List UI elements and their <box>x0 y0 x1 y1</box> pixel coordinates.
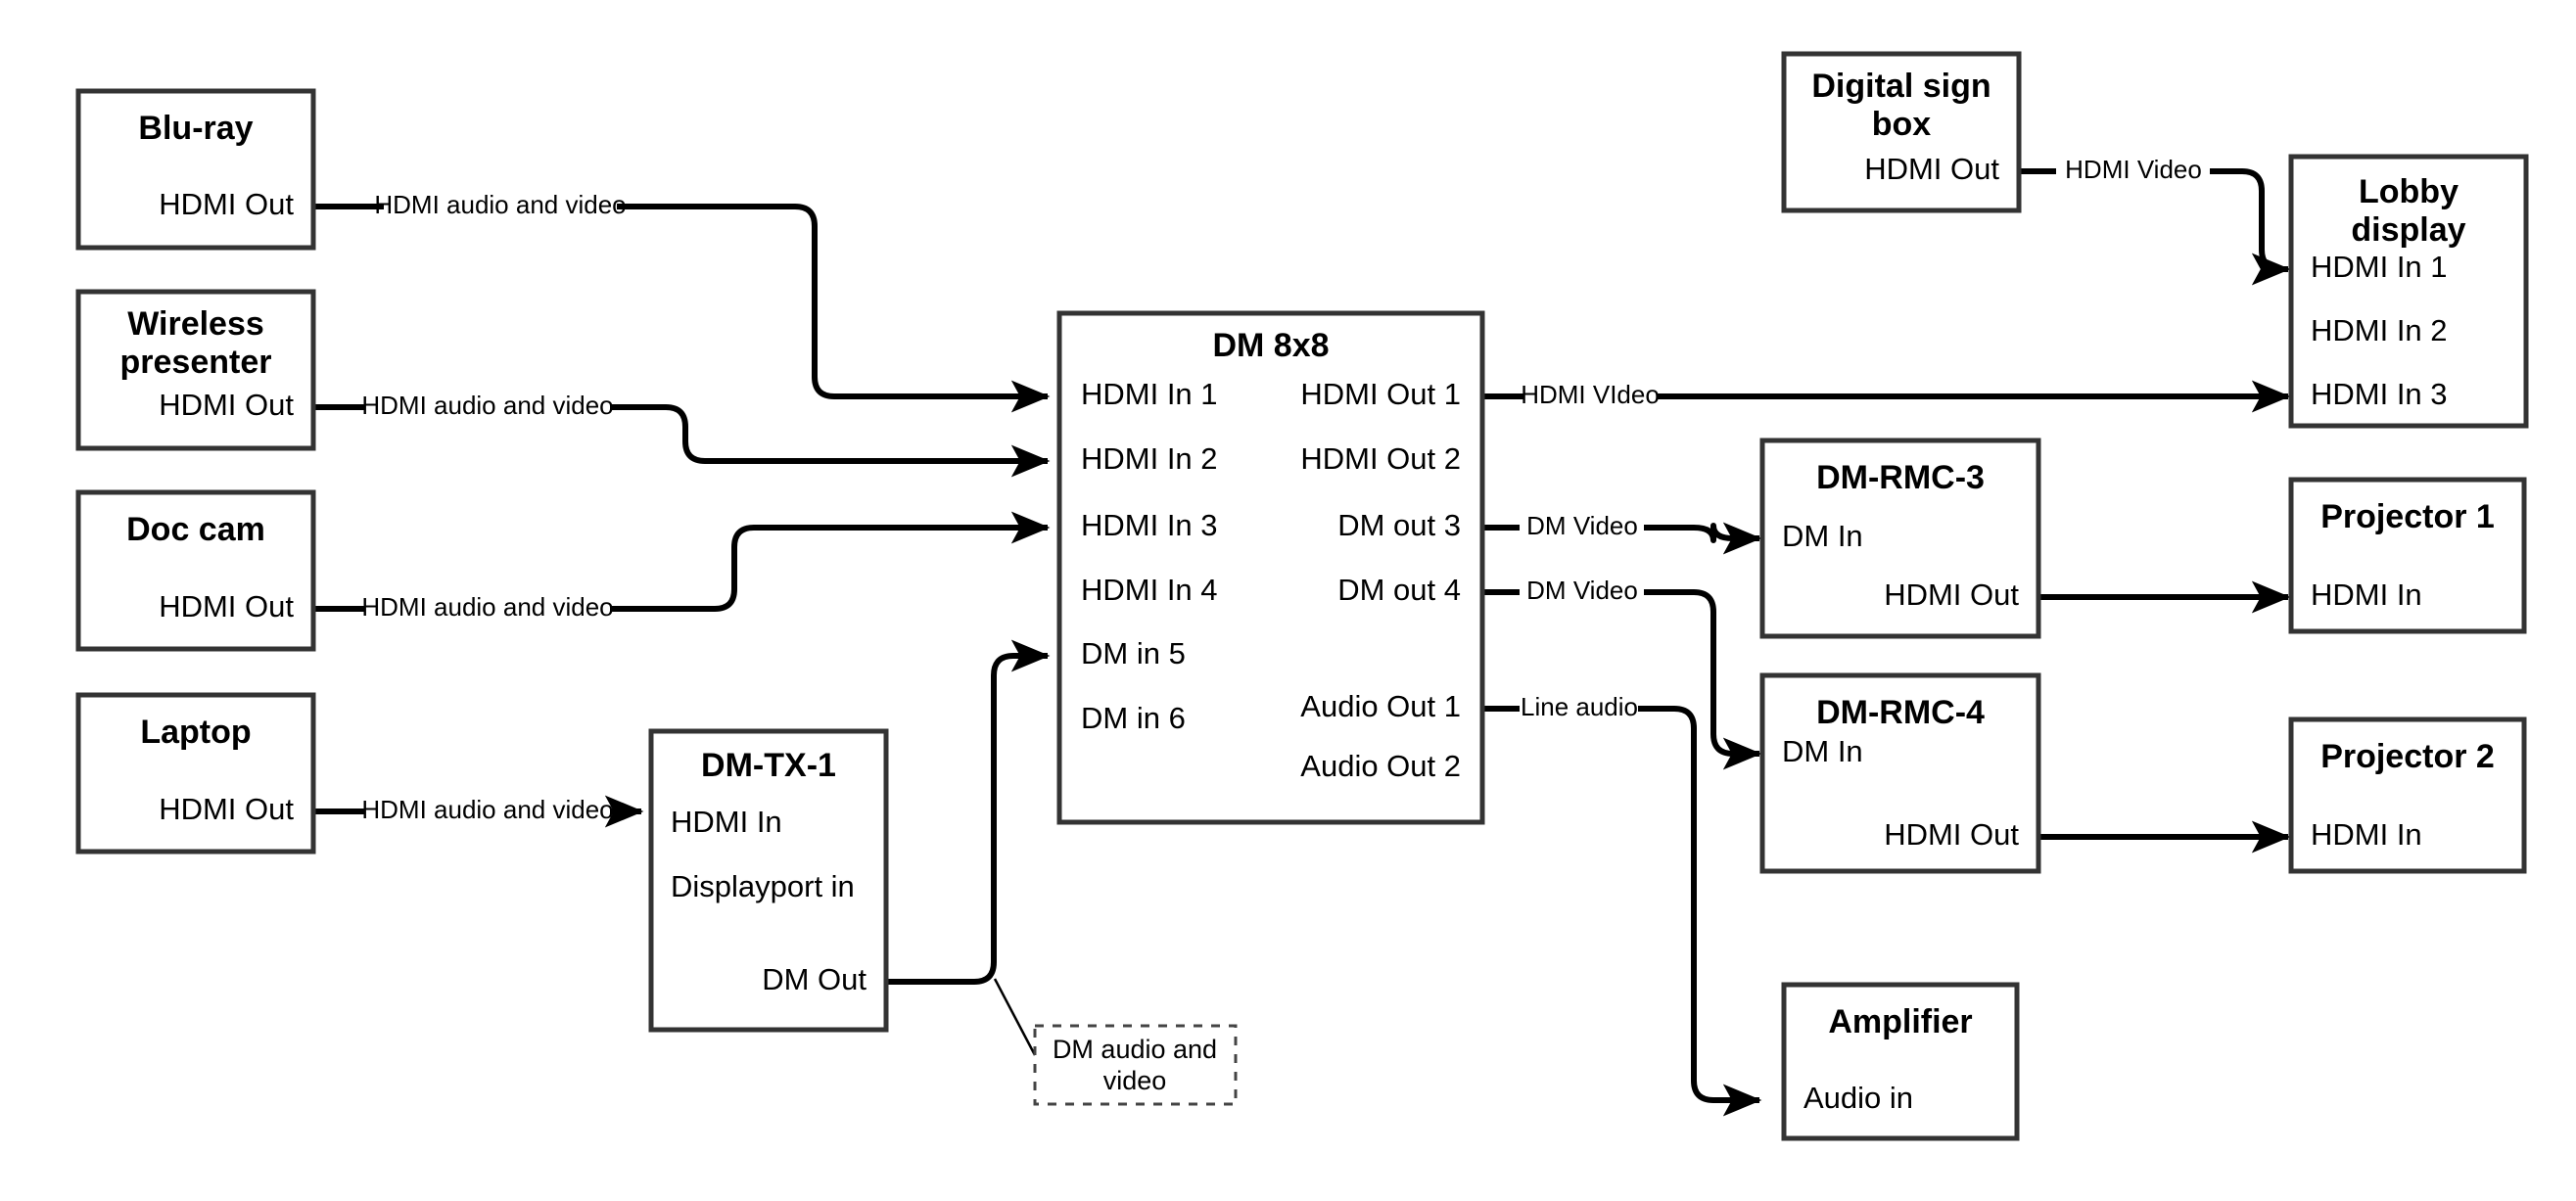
wire-wireless-to-dm8x8-in2 <box>315 404 1048 461</box>
doc-cam-box <box>75 489 316 652</box>
laptop-title: Laptop <box>140 714 251 751</box>
digital-sign-box <box>1781 51 2022 213</box>
node-dm-rmc-3[interactable]: DM-RMC-3 DM In HDMI Out <box>1759 438 2041 639</box>
bluray-port-hdmi-out: HDMI Out <box>159 187 294 221</box>
projector-2-port-hdmi-in: HDMI In <box>2311 817 2422 852</box>
wire-sign-to-lobby-in1 <box>2019 168 2288 269</box>
dm-audio-video-callout-line1: DM audio and <box>1053 1035 1217 1064</box>
bluray-box <box>75 88 316 251</box>
wireless-presenter-title-line2: presenter <box>120 344 272 381</box>
node-projector-1[interactable]: Projector 1 HDMI In <box>2288 477 2527 634</box>
dm-tx-1-title: DM-TX-1 <box>701 747 836 784</box>
projector-2-box <box>2288 716 2527 874</box>
dm-audio-video-callout-line2: video <box>1103 1066 1167 1095</box>
lobby-display-input-1: HDMI In 1 <box>2311 250 2448 284</box>
edge-label-sign-hdmi-video: HDMI Video <box>2065 155 2202 184</box>
node-amplifier[interactable]: Amplifier Audio in <box>1781 982 2020 1141</box>
lobby-display-input-3: HDMI In 3 <box>2311 377 2448 411</box>
projector-2-title: Projector 2 <box>2320 738 2495 775</box>
dm-rmc-3-box <box>1759 438 2041 639</box>
lobby-display-box <box>2288 154 2529 429</box>
dm-8x8-output-3: DM out 3 <box>1337 508 1461 542</box>
edge-label-out3-dm-video: DM Video <box>1526 511 1638 540</box>
doc-cam-title: Doc cam <box>126 511 265 548</box>
lobby-display-input-2: HDMI In 2 <box>2311 313 2448 347</box>
edge-label-bluray: HDMI audio and video <box>374 190 626 219</box>
dm-8x8-output-1: HDMI Out 1 <box>1300 377 1461 411</box>
wireless-presenter-title-line1: Wireless <box>127 305 264 343</box>
edge-label-out4-dm-video: DM Video <box>1526 576 1638 605</box>
wire-dm8x8-out3-to-rmc3 <box>1482 526 1759 540</box>
dm-8x8-input-2: HDMI In 2 <box>1081 441 1218 476</box>
dm-8x8-input-5: DM in 5 <box>1081 636 1186 670</box>
wire-bluray-to-dm8x8-in1 <box>315 204 1048 396</box>
lobby-display-title-line2: display <box>2351 211 2465 249</box>
wire-dm8x8-audioout1-to-amplifier <box>1482 706 1759 1100</box>
bluray-title: Blu-ray <box>138 110 253 147</box>
edge-label-out1-hdmi-video: HDMI VIdeo <box>1521 380 1660 409</box>
node-dm-8x8[interactable]: DM 8x8 HDMI In 1 HDMI In 2 HDMI In 3 HDM… <box>1056 310 1485 825</box>
dm-8x8-input-6: DM in 6 <box>1081 701 1186 735</box>
wire-dm8x8-out4-to-rmc4 <box>1482 589 1759 754</box>
laptop-box <box>75 692 316 855</box>
wire-dmtx1-to-dm8x8-in5 <box>886 639 1051 985</box>
node-bluray[interactable]: Blu-ray HDMI Out <box>75 88 316 251</box>
laptop-port-hdmi-out: HDMI Out <box>159 792 294 826</box>
dm-8x8-input-3: HDMI In 3 <box>1081 508 1218 542</box>
wire-doccam-to-dm8x8-in3 <box>315 528 1048 612</box>
dm-8x8-output-audio-1: Audio Out 1 <box>1300 689 1461 723</box>
dm-rmc-4-port-hdmi-out: HDMI Out <box>1884 817 2019 852</box>
lobby-display-title-line1: Lobby <box>2359 173 2459 210</box>
node-lobby-display[interactable]: Lobby display HDMI In 1 HDMI In 2 HDMI I… <box>2288 154 2529 429</box>
projector-1-port-hdmi-in: HDMI In <box>2311 577 2422 612</box>
callout-dm-audio-and-video: DM audio and video <box>1033 1024 1238 1106</box>
dm-8x8-input-4: HDMI In 4 <box>1081 573 1218 607</box>
node-dm-rmc-4[interactable]: DM-RMC-4 DM In HDMI Out <box>1759 672 2041 874</box>
dm-rmc-4-port-dm-in: DM In <box>1782 734 1863 768</box>
node-doc-cam[interactable]: Doc cam HDMI Out <box>75 489 316 652</box>
node-projector-2[interactable]: Projector 2 HDMI In <box>2288 716 2527 874</box>
dm-8x8-title: DM 8x8 <box>1212 327 1329 364</box>
dm-tx-1-port-dm-out: DM Out <box>762 962 866 996</box>
amplifier-box <box>1781 982 2020 1141</box>
edge-label-doccam: HDMI audio and video <box>361 592 613 622</box>
dm-rmc-3-title: DM-RMC-3 <box>1816 459 1985 496</box>
wireless-presenter-port-hdmi-out: HDMI Out <box>159 388 294 422</box>
doc-cam-port-hdmi-out: HDMI Out <box>159 589 294 624</box>
dm-tx-1-port-displayport-in: Displayport in <box>671 869 855 903</box>
dm-rmc-4-box <box>1759 672 2041 874</box>
edge-label-laptop: HDMI audio and video <box>361 795 613 824</box>
dm-8x8-output-audio-2: Audio Out 2 <box>1300 749 1461 783</box>
dm-audio-video-callout-box <box>1033 1024 1238 1106</box>
node-digital-sign-box[interactable]: Digital sign box HDMI Out <box>1781 51 2022 213</box>
dm-rmc-4-title: DM-RMC-4 <box>1816 694 1985 731</box>
projector-1-title: Projector 1 <box>2320 498 2495 535</box>
dm-8x8-input-1: HDMI In 1 <box>1081 377 1218 411</box>
amplifier-port-audio-in: Audio in <box>1803 1081 1913 1115</box>
amplifier-title: Amplifier <box>1828 1003 1972 1040</box>
wireless-presenter-box <box>75 289 316 451</box>
projector-1-box <box>2288 477 2527 634</box>
dm-rmc-3-port-dm-in: DM In <box>1782 519 1863 553</box>
digital-sign-port-hdmi-out: HDMI Out <box>1864 152 1999 186</box>
dm-8x8-box <box>1056 310 1485 825</box>
node-wireless-presenter[interactable]: Wireless presenter HDMI Out <box>75 289 316 451</box>
edge-label-wireless: HDMI audio and video <box>361 391 613 420</box>
dm-tx-1-port-hdmi-in: HDMI In <box>671 805 782 839</box>
dm-tx-1-box <box>648 728 889 1033</box>
digital-sign-title-line2: box <box>1872 106 1932 143</box>
dm-rmc-3-port-hdmi-out: HDMI Out <box>1884 577 2019 612</box>
leader-dm-audio-video-callout <box>993 978 1037 1056</box>
dm-8x8-output-4: DM out 4 <box>1337 573 1461 607</box>
node-laptop[interactable]: Laptop HDMI Out <box>75 692 316 855</box>
digital-sign-title-line1: Digital sign <box>1811 68 1991 105</box>
edge-label-line-audio: Line audio <box>1521 692 1638 721</box>
node-dm-tx-1[interactable]: DM-TX-1 HDMI In Displayport in DM Out <box>648 728 889 1033</box>
dm-8x8-output-2: HDMI Out 2 <box>1300 441 1461 476</box>
